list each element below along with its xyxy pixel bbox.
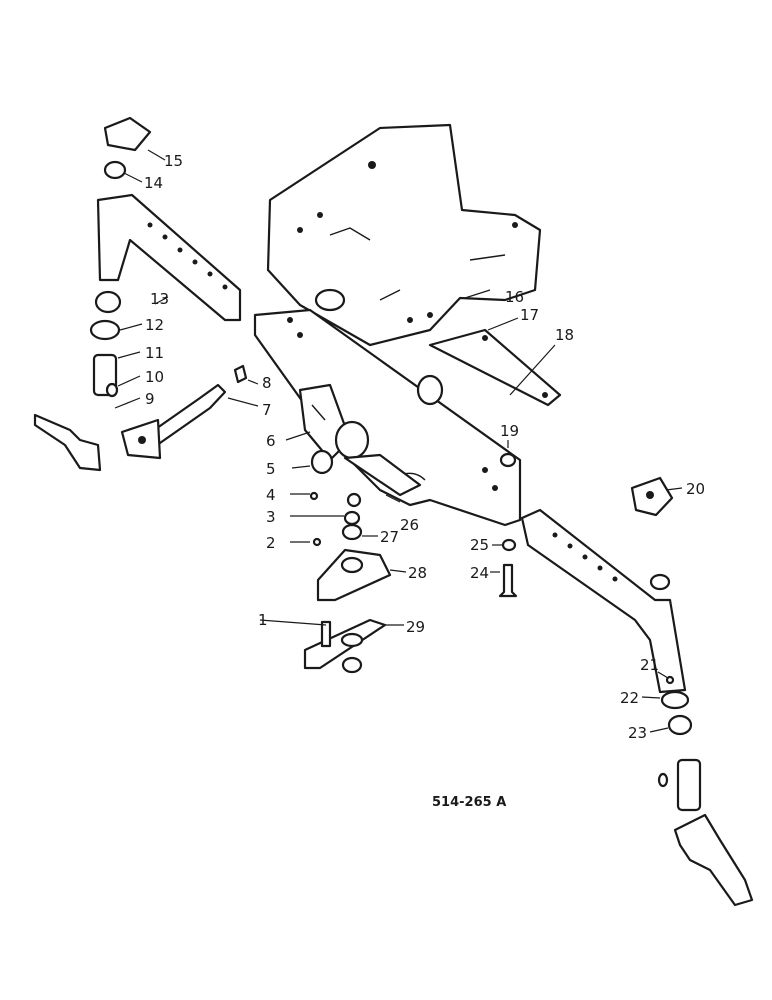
part-2 [312, 537, 322, 547]
callout-27: 27 [380, 528, 399, 546]
callout-12: 12 [145, 316, 164, 334]
part-9-spindle [33, 413, 102, 472]
callout-8: 8 [262, 374, 272, 392]
callout-24: 24 [470, 564, 489, 582]
part-13-left-extension [96, 193, 242, 322]
part-12-seal [89, 319, 121, 341]
callout-28: 28 [408, 564, 427, 582]
callout-22: 22 [620, 689, 639, 707]
reference-code: 514-265 A [432, 795, 506, 810]
right-spindle [673, 813, 754, 907]
callout-25: 25 [470, 536, 489, 554]
part-14-washer [103, 160, 127, 180]
callout-14: 14 [144, 174, 163, 192]
callout-labels: 1 2 3 4 5 6 7 8 9 10 11 12 13 14 15 16 1… [144, 152, 705, 810]
part-1-pin [320, 620, 332, 648]
callout-26: 26 [400, 516, 419, 534]
callout-2: 2 [266, 534, 276, 552]
part-ball [346, 492, 362, 508]
part-24-bolt [498, 563, 518, 598]
part-bushing [94, 290, 122, 314]
callout-29: 29 [406, 618, 425, 636]
part-18-plate [428, 328, 562, 407]
callout-9: 9 [145, 390, 155, 408]
part-right-extension [520, 508, 754, 907]
leader-lines [114, 149, 683, 733]
callout-15: 15 [164, 152, 183, 170]
part-22-seal [660, 690, 690, 710]
part-25-nut [501, 538, 517, 552]
part-5-bushing [310, 449, 334, 475]
callout-20: 20 [686, 480, 705, 498]
part-21 [665, 675, 675, 685]
centre-stack [303, 491, 392, 674]
part-23-bushing [667, 714, 693, 736]
part-19-nut [499, 452, 517, 468]
part-27-bushing [341, 523, 363, 541]
part-3 [343, 510, 361, 526]
part-7-pivot-pin [120, 383, 227, 460]
part-20-clamp [630, 476, 674, 517]
callout-13: 13 [150, 290, 169, 308]
callout-23: 23 [628, 724, 647, 742]
callout-17: 17 [520, 306, 539, 324]
callout-18: 18 [555, 326, 574, 344]
callout-16: 16 [505, 288, 524, 306]
callout-6: 6 [266, 432, 276, 450]
part-6-bracket [298, 383, 422, 497]
part-15-steering-arm [103, 116, 152, 152]
callout-5: 5 [266, 460, 276, 478]
part-10-key [105, 382, 119, 398]
callout-7: 7 [262, 401, 272, 419]
part-4 [309, 491, 319, 501]
callout-4: 4 [266, 486, 276, 504]
callout-1: 1 [258, 611, 268, 629]
callout-21: 21 [640, 656, 659, 674]
right-bolts [498, 452, 518, 598]
left-spindle-stack [33, 116, 152, 472]
part-28-bracket [316, 548, 392, 602]
callout-10: 10 [145, 368, 164, 386]
callout-11: 11 [145, 344, 164, 362]
callout-19: 19 [500, 422, 519, 440]
part-8-grease-fitting [233, 364, 248, 384]
callout-3: 3 [266, 508, 276, 526]
